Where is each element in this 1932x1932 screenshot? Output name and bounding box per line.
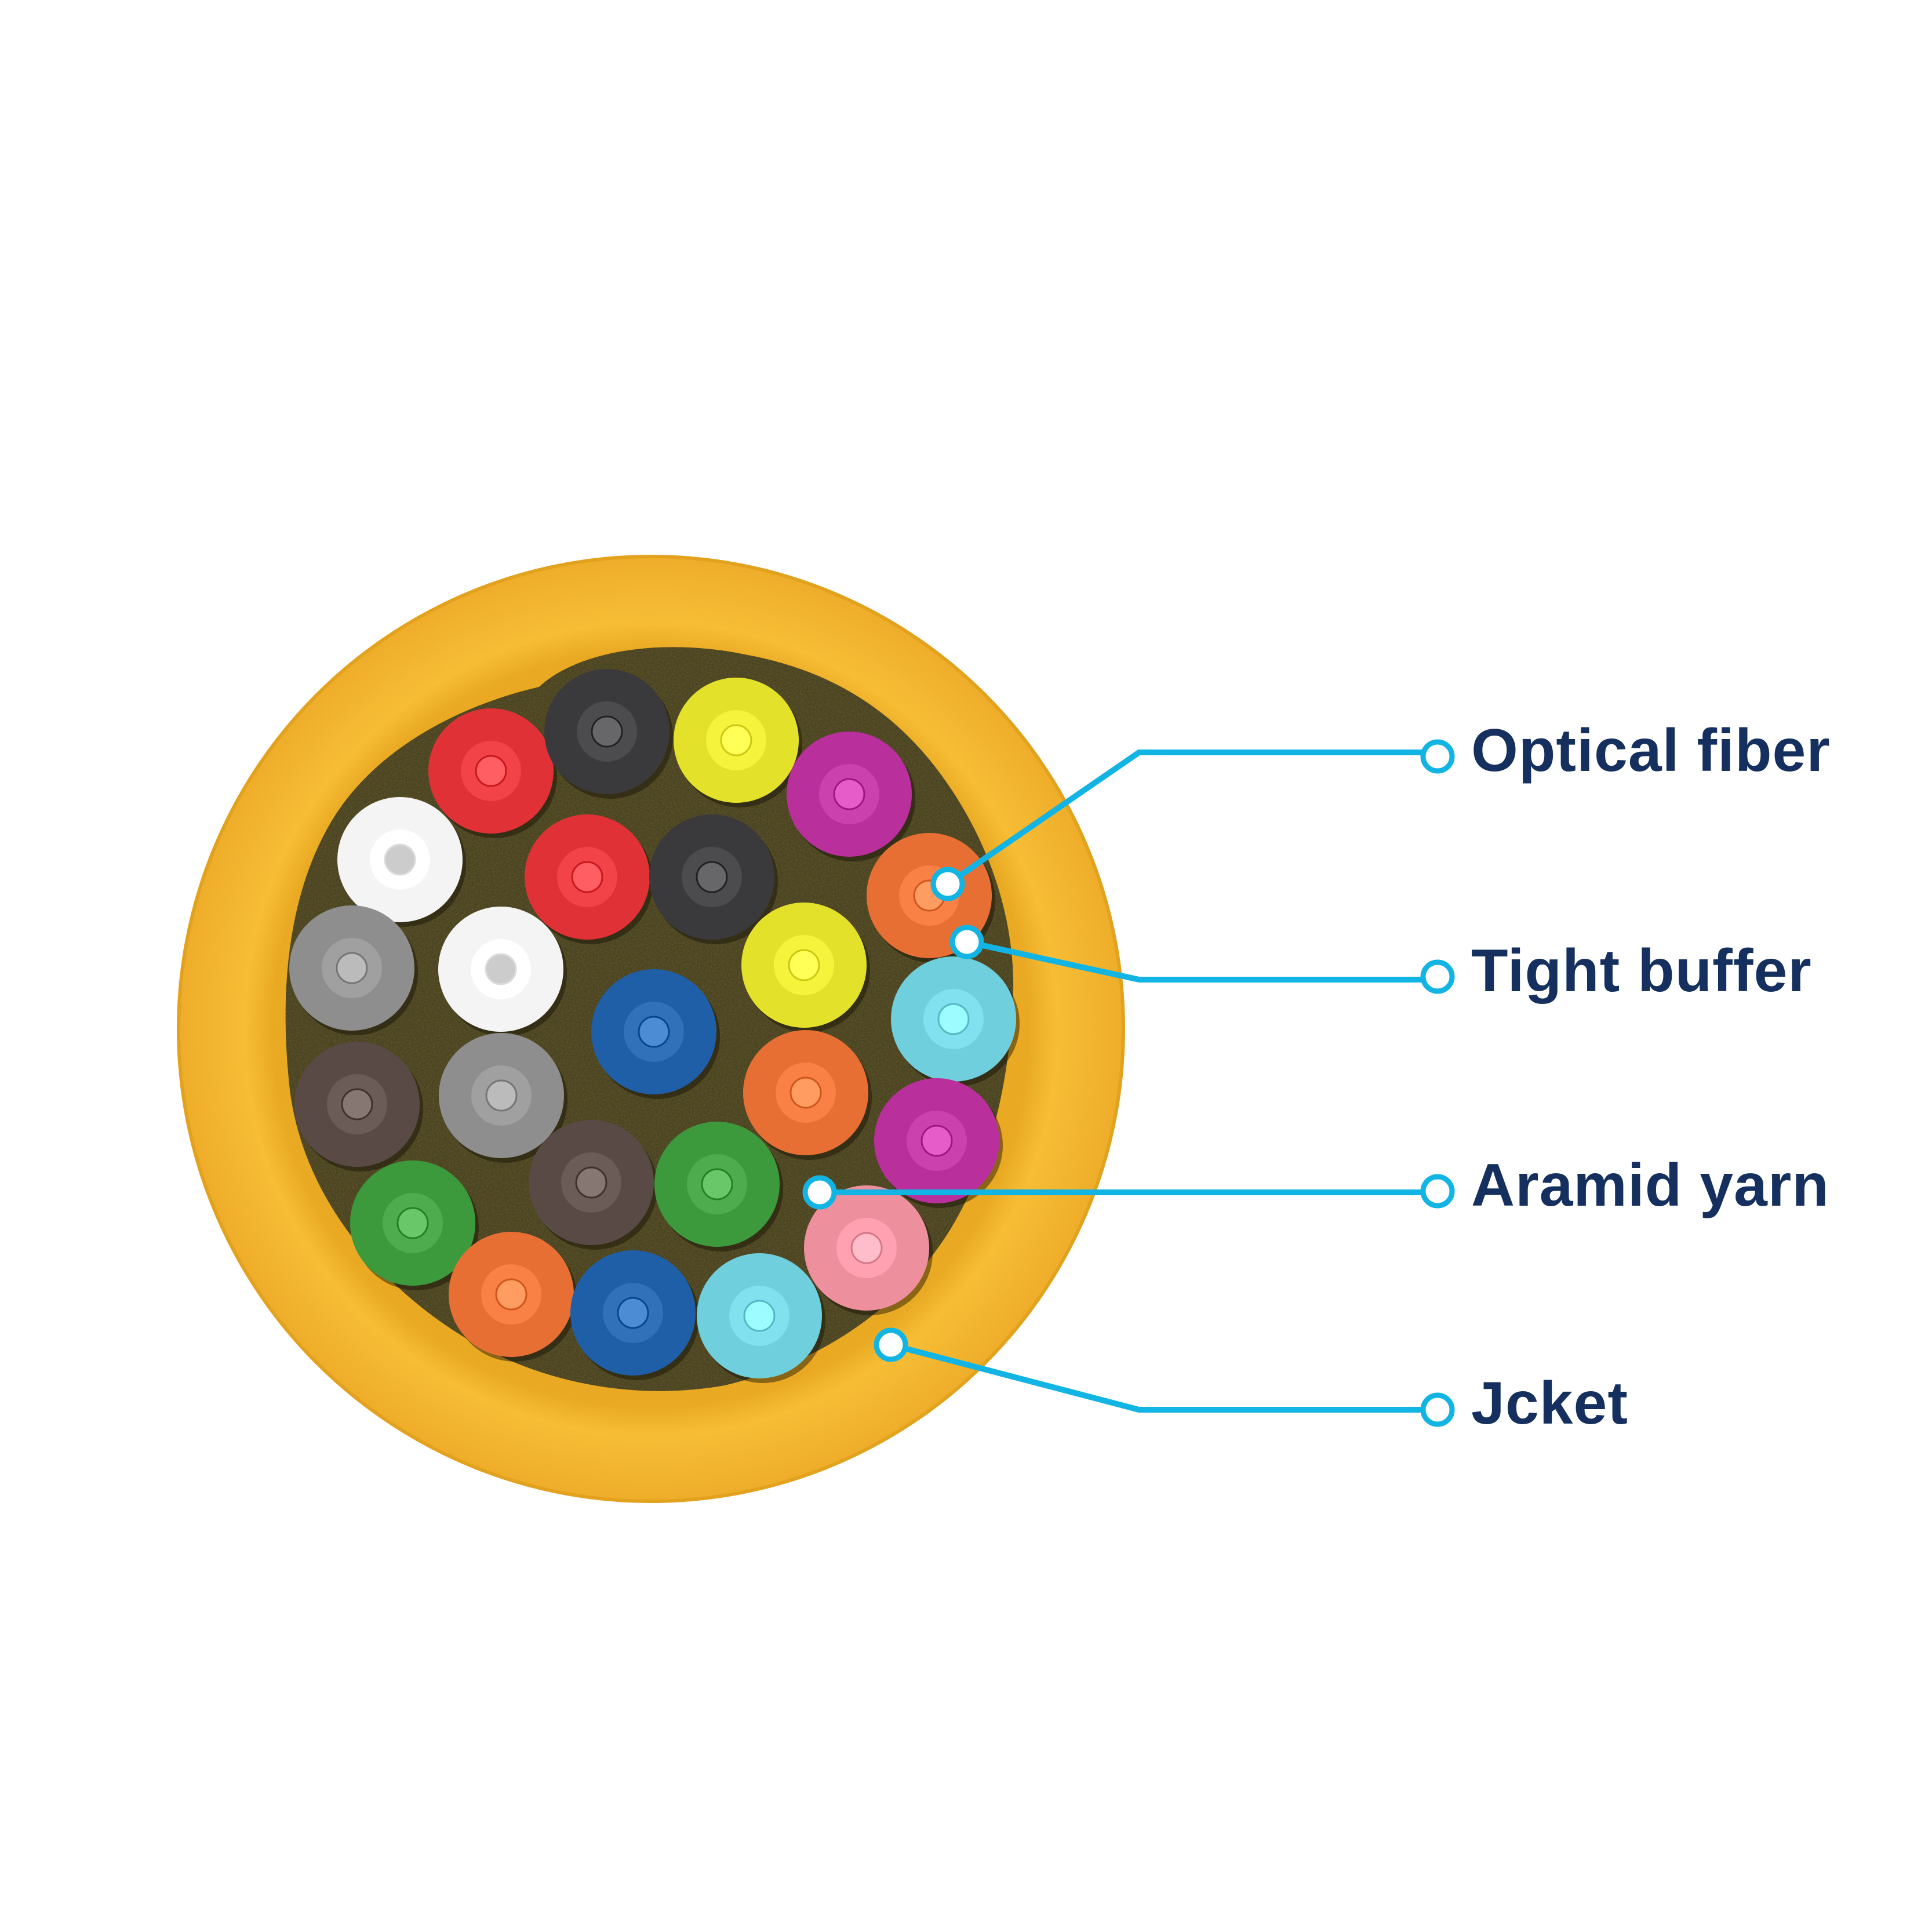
fiber-10-white bbox=[438, 907, 567, 1036]
leader-line-optical-fiber bbox=[946, 749, 1435, 887]
jacket-outer-rim bbox=[177, 555, 1125, 1503]
fiber-23-blue bbox=[570, 1250, 699, 1380]
fiber-core bbox=[937, 1003, 970, 1035]
fiber-core bbox=[571, 861, 603, 893]
fiber-24-aqua bbox=[697, 1253, 825, 1383]
fiber-core bbox=[575, 1166, 607, 1199]
fiber-16-orange bbox=[743, 1030, 872, 1160]
fiber-core bbox=[833, 778, 865, 810]
label-aramid-yarn: Aramid yarn bbox=[1471, 1152, 1829, 1219]
leader-end-dot-optical-fiber bbox=[1420, 739, 1455, 774]
fiber-3-yellow bbox=[674, 678, 802, 807]
tight-buffered-fibers bbox=[289, 669, 1020, 1383]
callout-leaders bbox=[802, 739, 1455, 1427]
callout-labels: Optical fiber Tight buffer Aramid yarn J… bbox=[1471, 717, 1831, 1437]
fiber-6-red bbox=[525, 814, 653, 944]
leader-end-dot-aramid-yarn bbox=[1420, 1174, 1455, 1209]
fiber-18-brown bbox=[529, 1120, 657, 1250]
fiber-core bbox=[617, 1297, 649, 1329]
fiber-core bbox=[475, 755, 507, 787]
label-optical-fiber: Optical fiber bbox=[1471, 717, 1831, 784]
fiber-core bbox=[789, 1076, 822, 1109]
fiber-20-green bbox=[350, 1160, 479, 1290]
fiber-core bbox=[396, 1207, 429, 1239]
leader-line-jacket bbox=[890, 1342, 1435, 1413]
fiber-core bbox=[495, 1278, 527, 1311]
leader-start-dot-aramid-yarn bbox=[802, 1175, 837, 1210]
fiber-core bbox=[850, 1232, 883, 1264]
fiber-22-orange bbox=[449, 1232, 577, 1362]
fiber-7-black bbox=[649, 814, 778, 944]
label-tight-buffer: Tight buffer bbox=[1471, 937, 1812, 1005]
fiber-core bbox=[696, 861, 728, 893]
fiber-1-red bbox=[428, 708, 557, 838]
fiber-core bbox=[341, 1088, 373, 1120]
fiber-core bbox=[920, 1125, 953, 1157]
label-jacket: Jcket bbox=[1471, 1370, 1628, 1437]
fiber-core bbox=[485, 953, 517, 985]
fiber-14-brown bbox=[294, 1042, 423, 1171]
fiber-12-blue bbox=[591, 969, 720, 1099]
fiber-2-black bbox=[544, 669, 673, 799]
fiber-core bbox=[336, 952, 368, 984]
fiber-4-violet bbox=[787, 732, 915, 861]
fiber-core bbox=[591, 715, 623, 748]
fiber-15-slate bbox=[439, 1033, 567, 1163]
fiber-core bbox=[384, 843, 416, 876]
fiber-17-violet bbox=[874, 1078, 1003, 1208]
fiber-core bbox=[788, 949, 820, 981]
leader-end-dot-jacket bbox=[1420, 1392, 1455, 1427]
leader-start-dot-optical-fiber bbox=[930, 867, 965, 901]
fiber-core bbox=[743, 1300, 776, 1332]
leader-end-dot-tight-buffer bbox=[1420, 959, 1455, 994]
fiber-5-white bbox=[337, 797, 466, 927]
leader-start-dot-jacket bbox=[874, 1327, 908, 1362]
fiber-19-green bbox=[654, 1122, 783, 1251]
fiber-13-aqua bbox=[891, 956, 1020, 1086]
fiber-core bbox=[485, 1079, 518, 1112]
fiber-11-yellow bbox=[741, 903, 870, 1032]
fiber-core bbox=[720, 724, 752, 756]
fiber-21-rose bbox=[804, 1185, 933, 1315]
leader-start-dot-tight-buffer bbox=[949, 925, 984, 959]
fiber-9-slate bbox=[289, 905, 418, 1035]
leader-line-tight-buffer bbox=[966, 939, 1435, 983]
fiber-core bbox=[701, 1168, 733, 1200]
fiber-core bbox=[638, 1016, 670, 1048]
